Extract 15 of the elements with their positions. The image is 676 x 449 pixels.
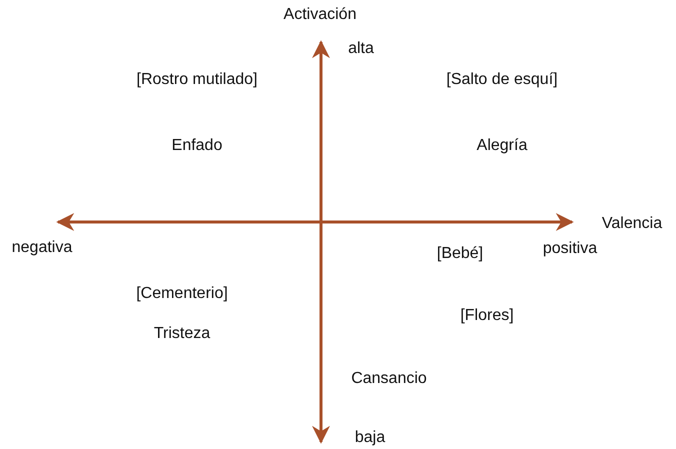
emotion-label: Alegría	[476, 137, 528, 155]
stimulus-label: [Cementerio]	[136, 285, 228, 303]
axis-end-label: positiva	[542, 240, 598, 258]
axis-title: Activación	[284, 6, 356, 24]
emotion-label: Enfado	[172, 137, 222, 155]
stimulus-label: [Rostro mutilado]	[136, 71, 258, 89]
emotion-label: Cansancio	[351, 370, 427, 388]
stimulus-label: [Flores]	[460, 307, 514, 325]
emotion-label: Tristeza	[154, 325, 210, 343]
axis-end-label: baja	[354, 429, 386, 447]
axis-title: Valencia	[602, 215, 662, 233]
stimulus-label: [Bebé]	[436, 245, 484, 263]
stimulus-label: [Salto de esquí]	[446, 71, 558, 89]
axis-end-label: negativa	[12, 239, 72, 257]
axis-end-label: alta	[348, 40, 374, 58]
